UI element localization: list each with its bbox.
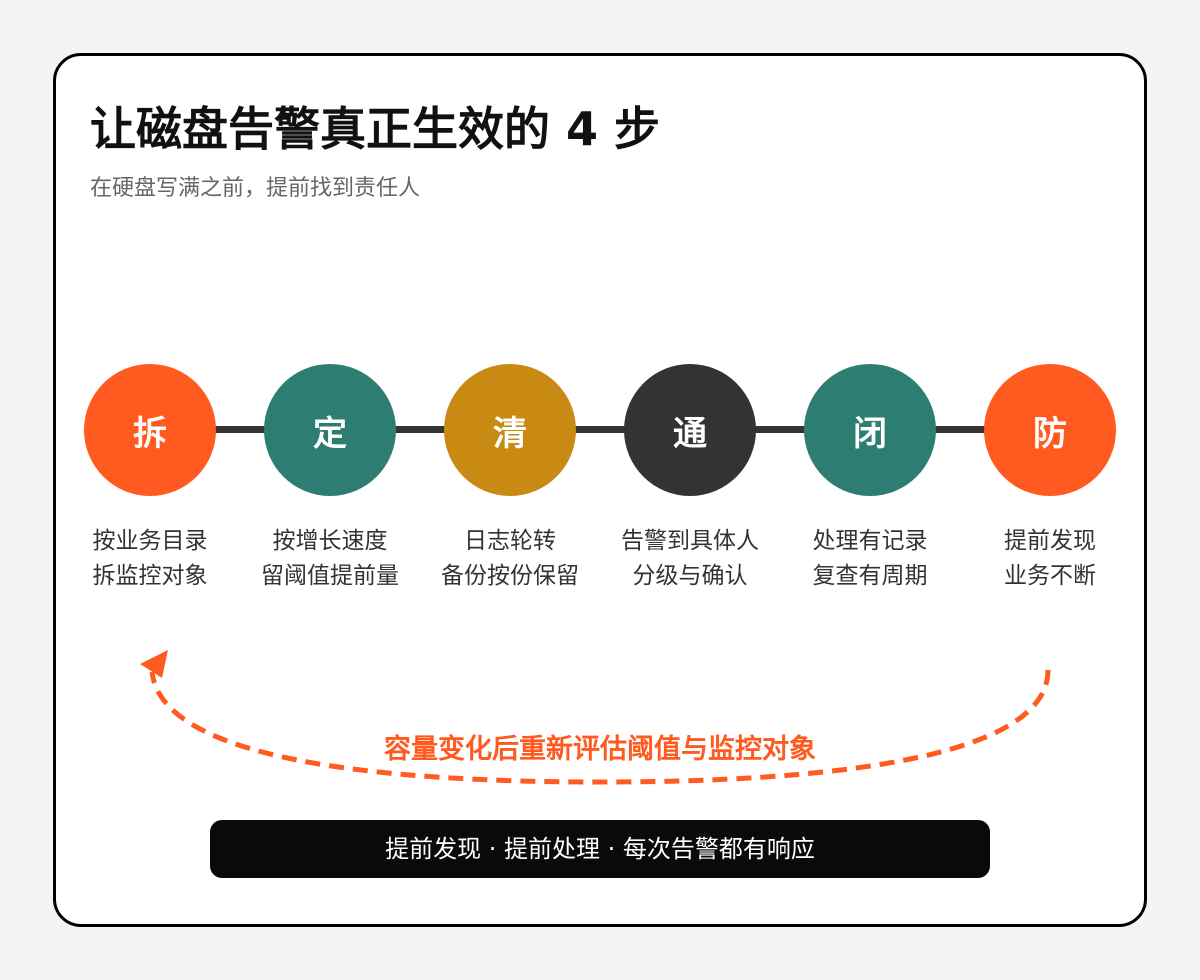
step-2-circle: 定 [264, 364, 396, 496]
step-connector-line [150, 426, 1050, 433]
step-2-description: 按增长速度 留阈值提前量 [245, 524, 415, 594]
step-3-char: 清 [493, 413, 527, 454]
page-subtitle: 在硬盘写满之前，提前找到责任人 [90, 176, 421, 201]
step-5-line-1: 处理有记录 [812, 528, 928, 554]
step-1-line-1: 按业务目录 [92, 528, 208, 554]
step-1-circle: 拆 [84, 364, 216, 496]
step-5-char: 闭 [853, 413, 887, 454]
step-5-circle: 闭 [804, 364, 936, 496]
step-4-line-1: 告警到具体人 [621, 528, 759, 554]
step-6-line-1: 提前发现 [1004, 528, 1096, 554]
page-title: 让磁盘告警真正生效的 4 步 [90, 102, 661, 156]
step-1-line-2: 拆监控对象 [92, 563, 208, 589]
step-6-char: 防 [1033, 413, 1067, 454]
feedback-loop-label: 容量变化后重新评估阈值与监控对象 [384, 734, 816, 765]
step-2-line-2: 留阈值提前量 [261, 563, 399, 589]
step-5-description: 处理有记录 复查有周期 [785, 524, 955, 594]
step-2-char: 定 [313, 413, 347, 454]
step-4-circle: 通 [624, 364, 756, 496]
footer-summary-bar: 提前发现 · 提前处理 · 每次告警都有响应 [210, 820, 990, 878]
step-4-description: 告警到具体人 分级与确认 [605, 524, 775, 594]
step-6-line-2: 业务不断 [1004, 563, 1096, 589]
step-5-line-2: 复查有周期 [812, 563, 928, 589]
step-3-line-1: 日志轮转 [464, 528, 556, 554]
step-2-line-1: 按增长速度 [272, 528, 388, 554]
step-4-char: 通 [673, 413, 707, 454]
step-1-description: 按业务目录 拆监控对象 [65, 524, 235, 594]
step-3-description: 日志轮转 备份按份保留 [425, 524, 595, 594]
step-6-circle: 防 [984, 364, 1116, 496]
step-3-circle: 清 [444, 364, 576, 496]
step-4-line-2: 分级与确认 [632, 563, 748, 589]
step-3-line-2: 备份按份保留 [441, 563, 579, 589]
step-1-char: 拆 [133, 413, 167, 454]
step-6-description: 提前发现 业务不断 [965, 524, 1135, 594]
